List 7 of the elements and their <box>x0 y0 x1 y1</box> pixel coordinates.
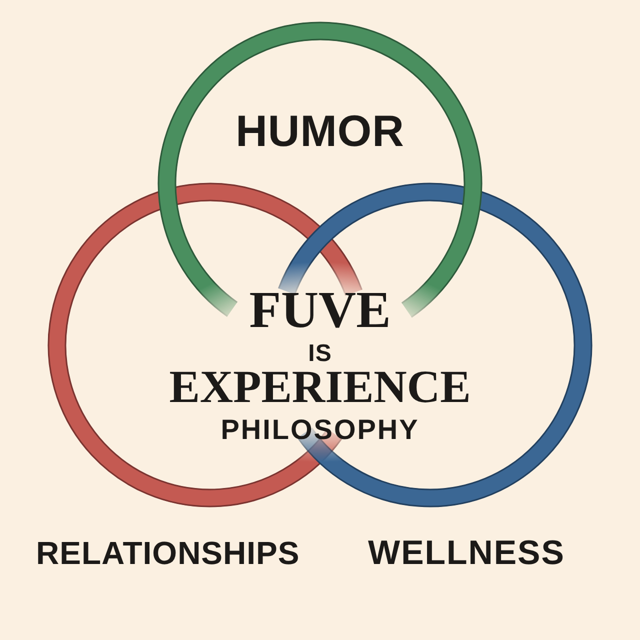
center-subtext: IS <box>308 342 332 366</box>
circle-label: WELLNESS <box>368 536 565 570</box>
center-heading: EXPERIENCE <box>169 364 471 410</box>
circle-label: HUMOR <box>236 110 404 154</box>
center-heading: FUVE <box>249 285 391 337</box>
center-subtext: PHILOSOPHY <box>220 416 420 444</box>
circle-label: RELATIONSHIPS <box>36 537 300 569</box>
